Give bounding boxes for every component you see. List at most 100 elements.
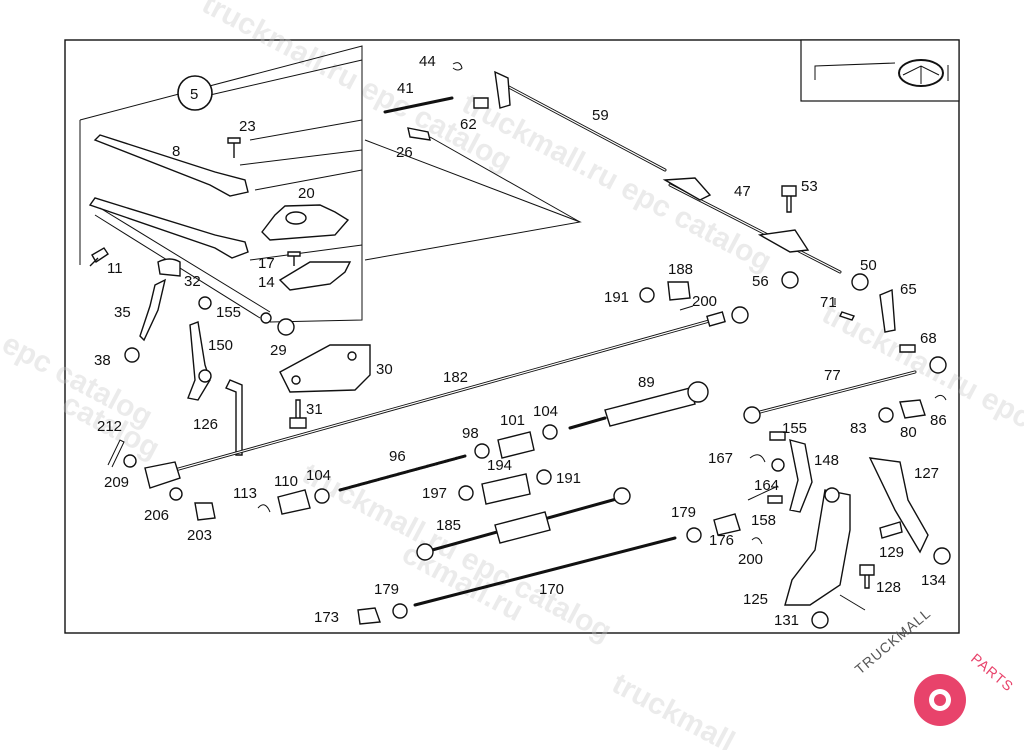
part-101-coupling [497,431,535,459]
truckmall-parts-logo: TRUCKMALL PARTS [852,605,1017,726]
part-17-screw [287,251,301,266]
part-label: 203 [187,527,212,544]
part-191-nut-lower [536,469,552,485]
part-label: 29 [270,342,287,359]
part-label: 14 [258,274,275,291]
part-96-threaded-rod [338,454,467,492]
part-label: 110 [274,473,298,490]
part-label: 32 [184,273,201,290]
part-134-nut [933,547,951,565]
part-182-rod [144,306,749,489]
part-label: 167 [708,450,733,467]
part-label: 209 [104,474,129,491]
part-label: 113 [233,485,257,502]
part-label: 158 [751,512,776,529]
part-label: 86 [930,412,947,429]
part-label: 65 [900,281,917,298]
part-label: 23 [239,118,256,135]
part-label: 89 [638,374,655,391]
part-label: 30 [376,361,393,378]
part-125-bracket [784,489,851,606]
part-35-stud [139,278,167,342]
part-158-nipple [767,495,783,504]
part-label: 11 [107,260,123,277]
part-155-nipple [769,431,786,441]
part-203-pin [194,502,216,521]
part-104-nut-lower [314,488,330,504]
part-113-clip [257,504,271,513]
part-191-nut [639,287,655,303]
part-label: 8 [172,143,180,160]
part-179-nut [392,603,408,619]
part-label: 26 [396,144,413,161]
part-label: 35 [114,304,131,321]
part-20-mount [261,204,350,241]
callout-leaders [747,298,866,611]
part-label: 129 [879,544,904,561]
part-label: 197 [422,485,447,502]
part-label: 71 [820,294,837,311]
part-200-clip-lower [751,537,763,545]
part-62-pin [473,97,489,109]
watermark-text: truckmall.ru epc catalog [457,87,777,278]
part-label: 125 [743,591,768,608]
part-label: 77 [824,367,841,384]
part-53-bolt [781,185,797,213]
diagram-frame [64,39,960,634]
part-label: 173 [314,609,339,626]
part-47-rod [662,177,842,274]
part-41-pin [383,96,454,114]
part-209-washer [123,454,137,468]
part-label: 155 [216,304,241,321]
part-65-link [879,288,896,333]
part-83-nut [878,407,894,423]
part-206-washer [169,487,183,501]
part-197-nut [458,485,474,501]
part-label: 131 [774,612,799,629]
part-148-lever [789,439,813,513]
part-label: 98 [462,425,479,442]
part-arm-lower [88,197,249,259]
part-31-bolt [289,399,307,429]
part-label: 83 [850,420,867,437]
part-89-damper [568,381,709,430]
part-173-socket [357,607,381,625]
part-86-clip [934,394,947,401]
part-127-bracket [868,457,929,554]
part-label: 148 [814,452,839,469]
part-label: 188 [668,261,693,278]
part-label: 101 [500,412,525,429]
part-200-clip [679,305,694,311]
part-170-rod [413,536,677,607]
part-label: 47 [734,183,751,200]
part-23-screw [227,137,241,158]
part-30-bracket [279,344,371,393]
part-150-lever [187,321,211,401]
part-129-bolt [879,521,903,539]
part-label: 182 [443,369,468,386]
part-label: 185 [436,517,461,534]
part-label: 62 [460,116,477,133]
part-label: 200 [692,293,717,310]
part-label: 176 [709,532,734,549]
part-77-rod [743,356,947,424]
part-212-pin [107,439,125,468]
part-179-nut-upper [686,527,702,543]
part-label: 38 [94,352,111,369]
part-71-pin [839,311,855,321]
part-label: 80 [900,424,917,441]
part-131-nut [811,611,829,629]
part-194-sleeve [481,473,531,505]
part-104-nut [542,424,558,440]
logo-text-dark: TRUCKMALL [852,605,934,678]
part-155-nut [198,296,212,310]
group-number-label: 5 [190,86,198,103]
part-56-nut [781,271,799,289]
part-68-nipple [899,344,916,353]
part-label: 206 [144,507,169,524]
part-11-bolt [89,247,109,267]
part-label: 20 [298,185,315,202]
part-185-damper [416,487,631,561]
part-label: 31 [306,401,323,418]
part-arm-joint [260,312,272,324]
